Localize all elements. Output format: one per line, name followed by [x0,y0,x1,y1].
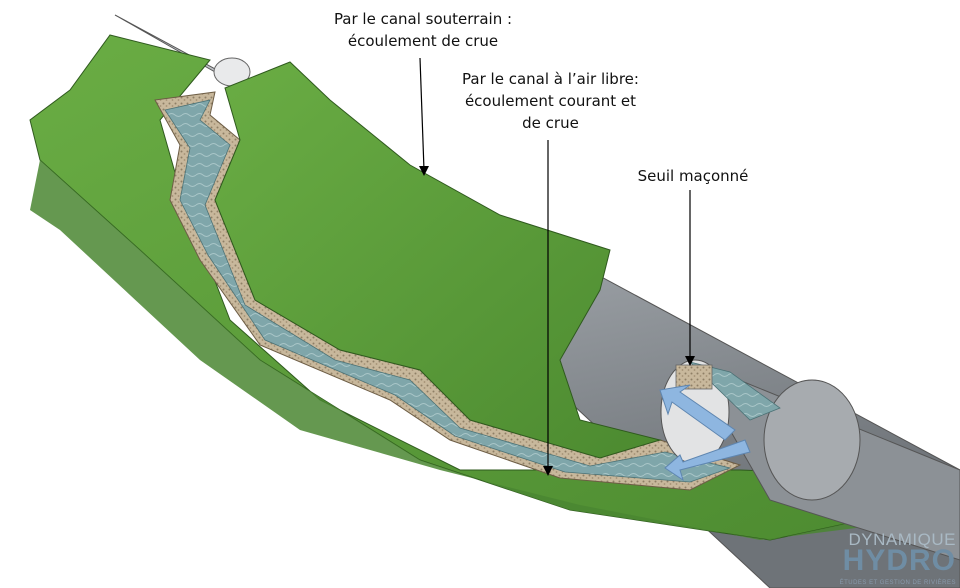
label-open-channel-line-1: Par le canal à l’air libre: [462,70,639,88]
label-open-channel-line-3: de crue [522,114,579,132]
dynamique-hydro-logo: DYNAMIQUE HYDRO ÉTUDES ET GESTION DE RIV… [828,530,958,586]
label-weir: Seuil maçonné [637,167,749,185]
label-underground-line-1: Par le canal souterrain : [333,10,513,28]
left-hillside-front [30,160,950,540]
arrowhead-weir [685,356,695,366]
logo-top-text: DYNAMIQUE [848,530,956,549]
label-open-channel-line-2: écoulement courant et [464,92,637,110]
flow-arrow-lower [664,439,751,482]
flow-arrows [659,384,751,482]
central-grass-block [214,61,662,459]
pipe-cut-face [763,379,861,501]
pipe-water [688,361,781,421]
logo-sub-text: ÉTUDES ET GESTION DE RIVIÈRES [839,580,956,586]
logo-main-text: HYDRO [842,544,956,577]
leader-underground [419,57,425,171]
arrowhead-open-channel [543,466,553,476]
arrowhead-underground [419,166,429,176]
label-underground: Par le canal souterrain : écoulement de … [318,8,528,52]
flow-arrow-upper [659,384,736,441]
masonry-weir [675,364,713,390]
label-underground-line-2: écoulement de crue [347,32,499,50]
open-channel-water [164,99,732,483]
label-open-channel: Par le canal à l’air libre: écoulement c… [448,68,653,134]
